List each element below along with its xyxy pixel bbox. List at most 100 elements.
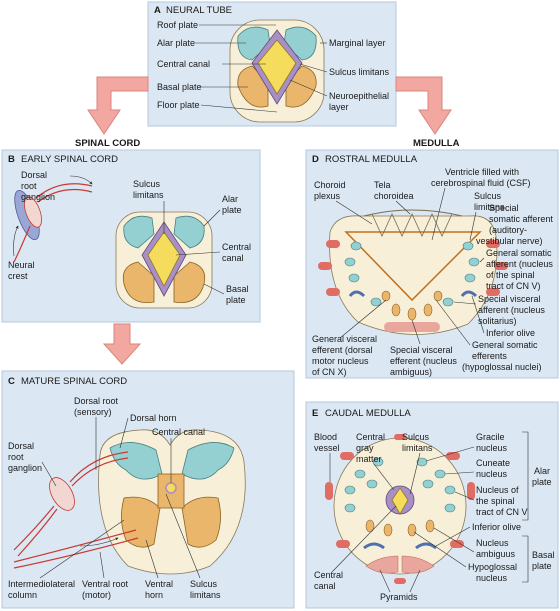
- label-mature-imc-2: column: [8, 590, 37, 600]
- rostral-afferent-r4: [442, 297, 454, 307]
- label-early-crest-1: Neural: [8, 260, 35, 270]
- leader-caudal-gracile: [425, 446, 475, 462]
- leader-caudal-nst: [454, 491, 475, 501]
- mature-cord-illustration: [13, 429, 246, 575]
- leader-rostral-sulcus: [469, 211, 477, 241]
- label-rostral-gse-3: (hypoglossal nuclei): [462, 362, 542, 372]
- label-caudal-hyp-2: nucleus: [476, 573, 508, 583]
- label-sulcus-limitans: Sulcus limitans: [329, 67, 390, 77]
- rostral-efferent-2: [407, 307, 417, 321]
- early-arrow-crest: [13, 225, 19, 257]
- label-caudal-nst-1: Nucleus of: [476, 485, 519, 495]
- label-caudal-cgm-2: gray: [356, 443, 374, 453]
- panel-c-letter: C: [8, 376, 15, 387]
- rostral-vessel-1: [318, 262, 332, 270]
- caudal-extra-l: [344, 503, 356, 513]
- label-caudal-pyramids: Pyramids: [380, 592, 418, 602]
- label-rostral-ventricle-1: Ventricle filled with: [445, 167, 519, 177]
- leader-caudal-hyp: [413, 531, 467, 568]
- leader-sulcus: [299, 63, 328, 73]
- label-rostral-tela-2: choroidea: [374, 191, 414, 201]
- label-mature-ventral-horn-1: Ventral: [145, 579, 173, 589]
- leader-rostral-gse: [435, 299, 471, 346]
- caudal-gracile-r: [416, 457, 428, 467]
- leader-caudal-pyramids-l: [379, 569, 391, 593]
- leader-caudal-cuneate: [444, 471, 475, 475]
- rostral-efferent-3: [423, 303, 433, 317]
- label-early-sulcus-2: limitans: [133, 190, 164, 200]
- early-peripheral-process: [13, 225, 31, 263]
- early-cord-illustration: [13, 175, 213, 309]
- label-caudal-blood-2: vessel: [314, 443, 340, 453]
- label-early-drg-3: ganglion: [21, 192, 55, 202]
- leader-early-alar: [203, 209, 221, 227]
- label-early-drg-1: Dorsal: [21, 170, 47, 180]
- caudal-vessel-3: [340, 452, 354, 460]
- label-roof-plate: Roof plate: [157, 20, 198, 30]
- panel-d-letter: D: [312, 154, 319, 165]
- caudal-vessel-5: [336, 540, 350, 548]
- leader-rostral-tela: [395, 200, 411, 215]
- rostral-afferent-l1: [350, 241, 362, 251]
- header-medulla: MEDULLA: [413, 138, 460, 149]
- leader-floor: [200, 104, 278, 113]
- caudal-hypoglossal-r: [407, 523, 417, 537]
- rostral-afferent-l4: [370, 297, 382, 307]
- label-mature-ventral-root-2: (motor): [82, 590, 111, 600]
- label-basal-plate: Basal plate: [157, 82, 202, 92]
- label-caudal-amb-2: ambiguus: [476, 549, 516, 559]
- caudal-cuneate-l: [354, 469, 366, 479]
- rostral-afferent-r2: [468, 257, 480, 267]
- rostral-efferent-5: [433, 290, 443, 302]
- label-mature-imc-1: Intermediolateral: [8, 579, 75, 589]
- label-rostral-gve-2: efferent (dorsal: [312, 345, 372, 355]
- label-rostral-ssa-1: Special: [489, 203, 519, 213]
- early-alar-left: [123, 215, 155, 249]
- label-caudal-olive: Inferior olive: [472, 522, 521, 532]
- label-caudal-amb-1: Nucleus: [476, 538, 509, 548]
- label-caudal-basal-2: plate: [532, 561, 552, 571]
- panel-a-letter: A: [154, 5, 161, 16]
- rostral-vessel-2: [326, 240, 340, 248]
- rostral-vessel-5: [326, 288, 340, 296]
- caudal-alar-r: [422, 479, 434, 489]
- rostral-afferent-l3: [348, 273, 360, 283]
- label-mature-dorsal-root-1: Dorsal root: [74, 396, 119, 406]
- leader-rostral-ventricle: [431, 187, 446, 241]
- label-rostral-gse-2: efferents: [472, 351, 507, 361]
- panel-d-title: ROSTRAL MEDULLA: [325, 154, 418, 165]
- panel-d-rostral-medulla: D ROSTRAL MEDULLA: [305, 149, 559, 379]
- rostral-medulla-illustration: [318, 209, 508, 335]
- caudal-olive-r: [415, 542, 437, 550]
- label-rostral-sve-3: ambiguus): [390, 367, 432, 377]
- leader-neuroepithelial: [289, 79, 328, 97]
- label-alar-plate: Alar plate: [157, 38, 195, 48]
- bracket-basal-plate: [522, 535, 529, 583]
- label-rostral-sulcus-1: Sulcus: [474, 191, 502, 201]
- mature-central-canal-shape: [165, 482, 177, 494]
- central-canal-shape: [257, 39, 297, 95]
- label-caudal-canal-1: Central: [314, 570, 343, 580]
- panel-a-neural-tube: A NEURAL TUBE Roof plate Alar plate Cent…: [147, 1, 397, 127]
- label-mature-drg-3: ganglion: [8, 463, 42, 473]
- leader-rostral-gve: [339, 299, 387, 339]
- label-floor-plate: Floor plate: [157, 100, 200, 110]
- mature-dorsal-horn-right: [181, 442, 235, 480]
- label-mature-ventral-horn-2: horn: [145, 590, 163, 600]
- rostral-choroid-plexus-shape: [371, 213, 453, 237]
- caudal-vessel-2: [467, 482, 475, 500]
- label-rostral-sve-2: efferent (nucleus: [390, 356, 457, 366]
- caudal-hypoglossal-l: [383, 523, 393, 537]
- label-early-alar-1: Alar: [222, 194, 238, 204]
- leader-caudal-sulcus: [409, 452, 421, 495]
- caudal-cuneate-r: [434, 469, 446, 479]
- label-rostral-gse-1: General somatic: [472, 340, 538, 350]
- early-ganglion-shape: [24, 196, 42, 228]
- label-rostral-gve-4: of CN X): [312, 367, 347, 377]
- leader-rostral-sva: [453, 301, 477, 305]
- rostral-efferent-4: [381, 290, 391, 302]
- rostral-pyramids: [384, 322, 440, 332]
- label-rostral-gsa-4: tract of CN V): [486, 281, 541, 291]
- label-neuroepithelial-1: Neuroepithelial: [329, 91, 389, 101]
- leader-mature-ventral-root: [99, 551, 105, 579]
